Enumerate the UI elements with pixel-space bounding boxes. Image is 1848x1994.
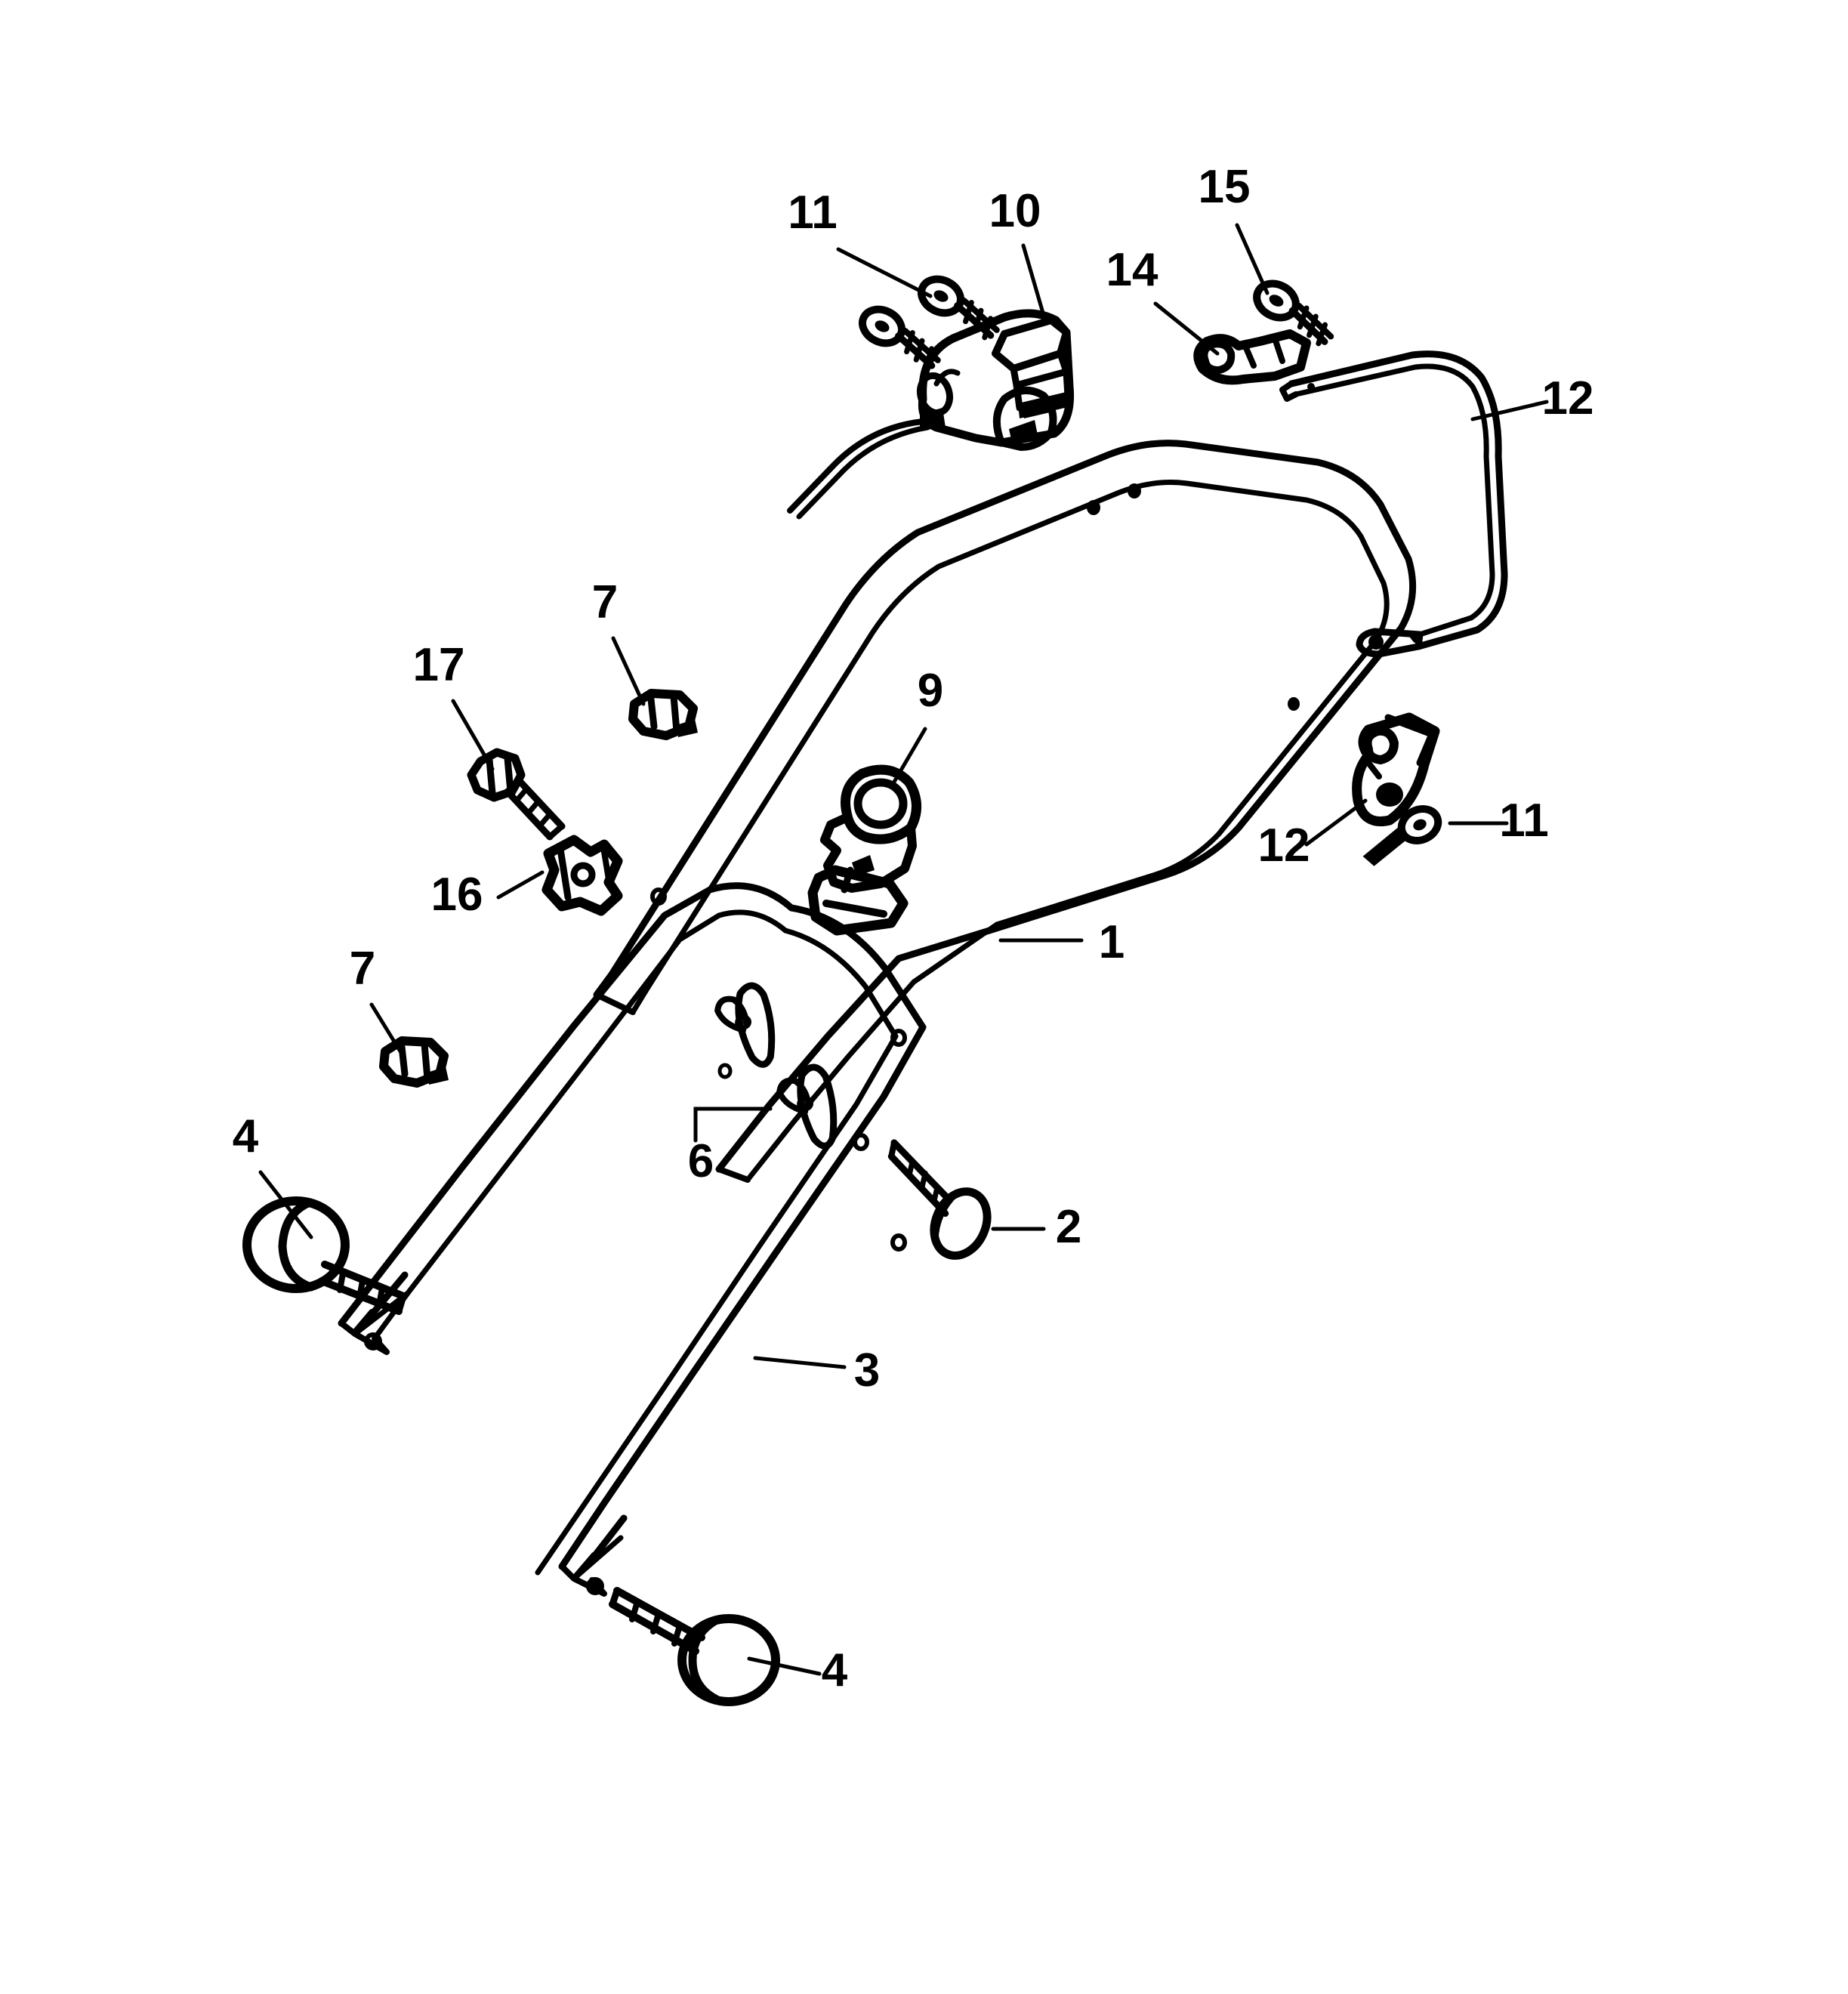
leader-line-7 (369, 1002, 403, 1054)
leader-line-16 (496, 870, 545, 900)
part-16-mounting-bracket (541, 835, 623, 916)
leader-line-12 (1470, 400, 1549, 421)
part-11b-screw (1362, 805, 1442, 866)
part-14-link-lever (1193, 329, 1311, 385)
part-11-screws-upper (859, 275, 1000, 371)
callout-6-cable-tie-pair: 6 (688, 1107, 773, 1187)
leader-line-12 (1304, 798, 1368, 847)
callout-number-9: 9 (918, 665, 943, 717)
leader-line-14 (1153, 301, 1220, 356)
callout-12-handle-bail-rod: 12 (1470, 372, 1594, 424)
leader-line-7 (611, 636, 646, 706)
leader-line-4 (747, 1656, 822, 1676)
leader-line-6 (693, 1107, 773, 1143)
part-15-screw (1253, 279, 1334, 347)
callout-number-4: 4 (822, 1644, 848, 1696)
callout-1-upper-handle-bar: 1 (998, 916, 1125, 968)
callout-number-4: 4 (233, 1110, 259, 1162)
callout-number-15: 15 (1199, 161, 1251, 213)
callout-4-handle-knob-left: 4 (233, 1110, 313, 1239)
leader-line-17 (451, 699, 495, 771)
part-4b-handle-knob-bottom (609, 1587, 780, 1706)
part-2-thumb-screw (887, 1139, 992, 1260)
leader-line-11 (836, 247, 933, 298)
callout-4-handle-knob-bottom: 4 (747, 1644, 848, 1696)
part-6-cable-tie-pair (714, 982, 838, 1150)
callout-12-lever-bracket: 12 (1258, 798, 1368, 872)
callout-number-11: 11 (1499, 795, 1549, 847)
callout-11-screw-upper-left: 11 (788, 187, 933, 298)
callout-number-16: 16 (431, 869, 483, 921)
leader-line-9 (889, 727, 927, 789)
part-12b-lever-bracket (1352, 712, 1440, 826)
callout-11-screw-right: 11 (1448, 795, 1549, 847)
callout-number-1: 1 (1099, 916, 1125, 968)
callout-3-lower-handle-bar: 3 (753, 1344, 880, 1397)
callout-15-screw-top-right: 15 (1199, 161, 1270, 295)
callout-number-12: 12 (1258, 820, 1310, 872)
callout-number-2: 2 (1056, 1201, 1081, 1253)
part-4a-handle-knob-left (242, 1196, 407, 1315)
part-10-switch-housing (787, 309, 1075, 520)
callout-number-6: 6 (688, 1135, 714, 1187)
callout-number-7: 7 (350, 943, 375, 995)
callout-7-cable-clip-upper: 7 (592, 576, 646, 706)
callout-7-cable-clip-lower: 7 (350, 943, 403, 1054)
callout-number-12: 12 (1542, 372, 1594, 424)
callout-number-10: 10 (989, 185, 1041, 237)
callout-2-thumb-screw: 2 (991, 1201, 1081, 1253)
callout-17-hex-bolt: 17 (413, 639, 495, 771)
leader-line-3 (753, 1356, 847, 1369)
part-7a-cable-clip-upper (628, 689, 698, 740)
callout-9-cable-guide-bracket: 9 (889, 665, 943, 789)
callout-number-11: 11 (788, 187, 838, 239)
leader-line-10 (1021, 243, 1048, 326)
callout-10-switch-housing: 10 (989, 185, 1048, 326)
callout-number-7: 7 (592, 576, 618, 628)
callout-14-link-lever: 14 (1106, 244, 1220, 356)
leader-line-15 (1235, 223, 1270, 295)
part-9-cable-guide-bracket (807, 764, 922, 936)
callout-number-3: 3 (854, 1344, 880, 1397)
callout-16-mounting-bracket: 16 (431, 869, 545, 921)
part-7b-cable-clip-lower (379, 1036, 449, 1088)
leader-line-4 (258, 1170, 313, 1239)
callout-number-17: 17 (413, 639, 465, 691)
callout-number-14: 14 (1106, 244, 1158, 296)
